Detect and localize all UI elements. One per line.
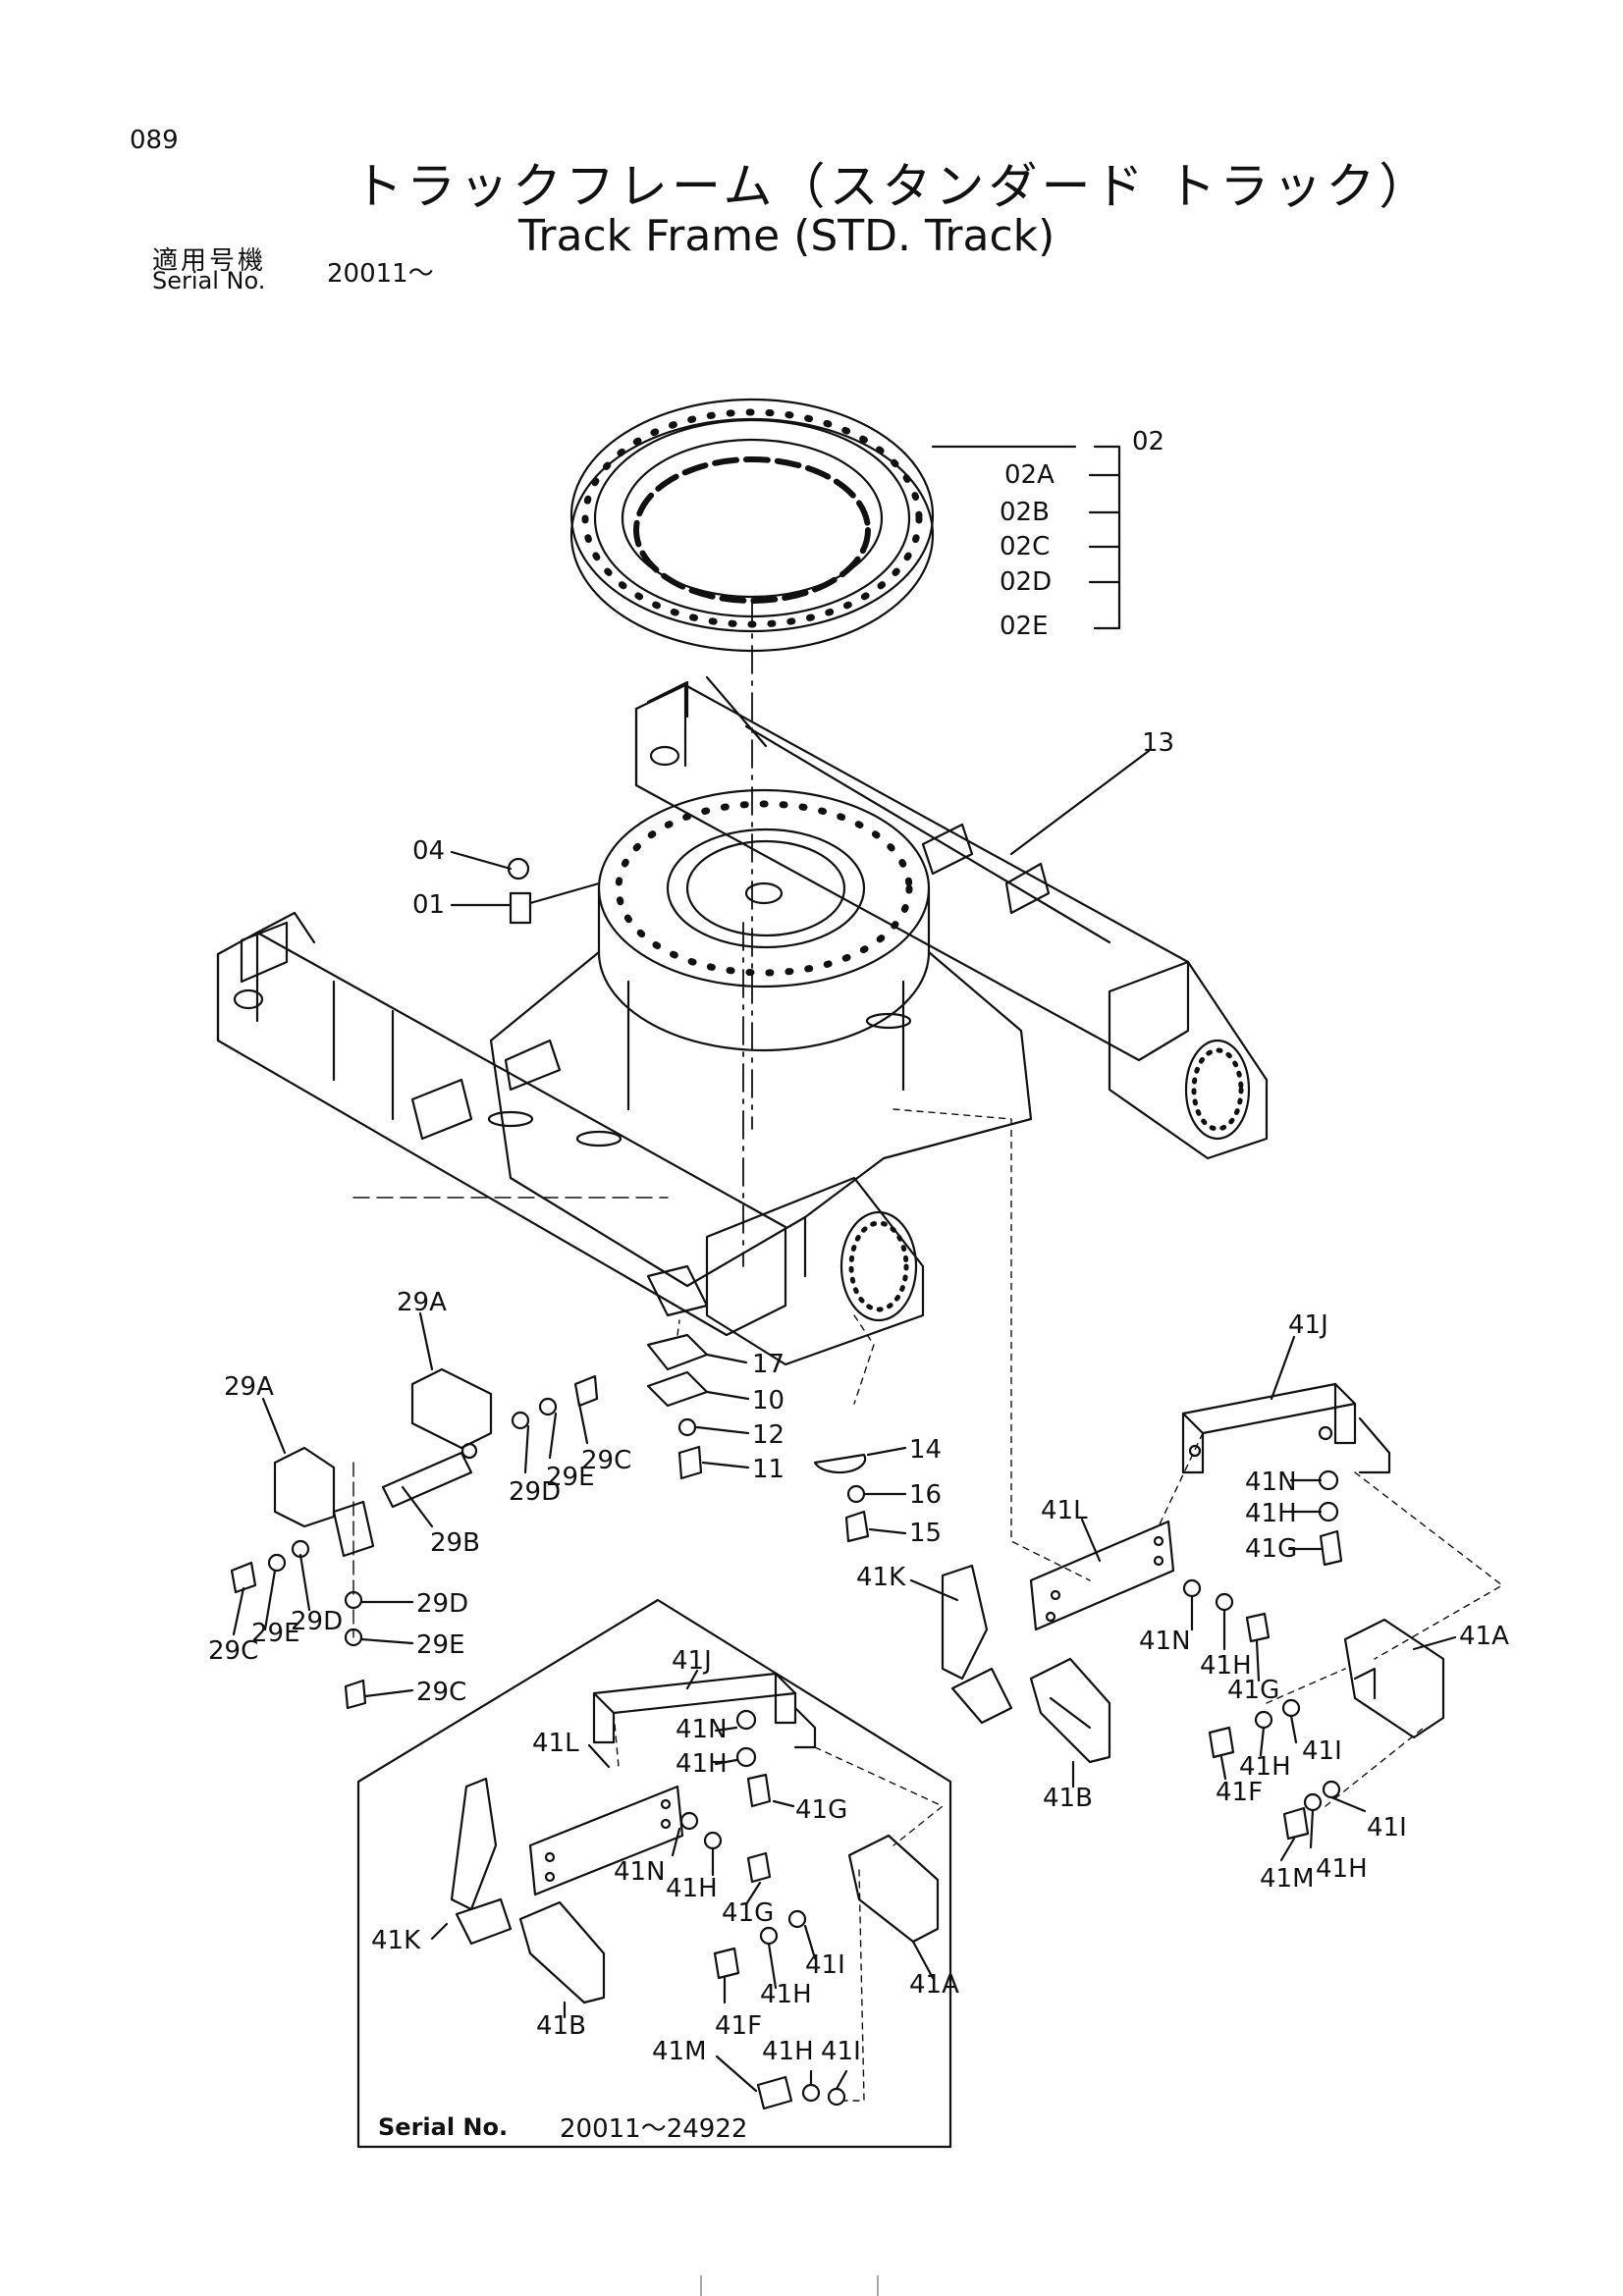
inset-callout-41L: 41L — [532, 1729, 579, 1758]
callout-29D-left: 29D — [291, 1607, 343, 1636]
callout-29D-right: 29D — [509, 1477, 561, 1507]
callout-29C-right: 29C — [581, 1446, 631, 1475]
callout-41H-c: 41H — [1239, 1752, 1291, 1782]
callout-14: 14 — [909, 1435, 942, 1465]
track-frame-body — [216, 675, 1269, 1366]
callout-02A: 02A — [1004, 460, 1055, 490]
callout-02E: 02E — [1000, 612, 1049, 641]
inset-callout-41K: 41K — [371, 1926, 421, 1955]
callout-02D: 02D — [1000, 567, 1052, 597]
callout-29A-top: 29A — [397, 1288, 447, 1317]
callout-02C: 02C — [1000, 532, 1050, 561]
serial-label-japanese: 適用号機 — [152, 246, 267, 276]
inset-callout-41N-a: 41N — [676, 1715, 728, 1744]
inset-callout-41B: 41B — [536, 2011, 586, 2041]
callout-41A: 41A — [1459, 1622, 1509, 1651]
callout-16: 16 — [909, 1480, 942, 1510]
callout-04: 04 — [412, 836, 445, 866]
callout-12: 12 — [752, 1420, 784, 1450]
callout-29E-bottom: 29E — [416, 1630, 465, 1660]
title-english: Track Frame (STD. Track) — [518, 211, 1055, 261]
callout-41L: 41L — [1041, 1496, 1088, 1525]
callout-41H-b: 41H — [1200, 1651, 1252, 1681]
guard-bracket-41-right — [909, 1335, 1503, 1862]
callout-02B: 02B — [1000, 498, 1050, 527]
inset-box — [356, 1598, 952, 2149]
callout-29C-bottom: 29C — [416, 1678, 466, 1707]
title-japanese: トラックフレーム（スタンダード トラック） — [353, 158, 1433, 215]
callout-41N-a: 41N — [1245, 1468, 1297, 1497]
page-number: 089 — [130, 126, 179, 155]
inset-serial-label: Serial No. — [378, 2113, 508, 2141]
callout-15: 15 — [909, 1519, 942, 1548]
callout-41I-b: 41I — [1367, 1813, 1407, 1842]
pin-bracket-29 — [230, 1311, 599, 1710]
inset-callout-41M: 41M — [652, 2037, 707, 2066]
callout-41G-a: 41G — [1245, 1534, 1297, 1564]
callout-41H-d: 41H — [1316, 1854, 1368, 1884]
inset-callout-41H-a: 41H — [676, 1749, 728, 1779]
inset-callout-41G-b: 41G — [722, 1898, 774, 1928]
inset-callout-41N-b: 41N — [614, 1857, 666, 1887]
inset-callout-41G-a: 41G — [795, 1795, 847, 1825]
callout-01: 01 — [412, 890, 445, 920]
callout-41G-b: 41G — [1227, 1676, 1279, 1705]
callout-10: 10 — [752, 1386, 784, 1415]
callout-29B: 29B — [430, 1528, 480, 1558]
inset-serial-range: 20011～24922 — [560, 2114, 747, 2144]
inset-callout-41I-a: 41I — [805, 1950, 845, 1980]
inset-callout-41A: 41A — [909, 1970, 959, 2000]
callout-41J: 41J — [1288, 1310, 1328, 1340]
callout-13: 13 — [1142, 728, 1174, 758]
callout-29D-bottom: 29D — [416, 1589, 468, 1619]
inset-callout-41F: 41F — [715, 2011, 762, 2041]
callout-41N-b: 41N — [1139, 1627, 1191, 1656]
callout-29A-left: 29A — [224, 1372, 274, 1402]
inset-callout-41H-b: 41H — [666, 1874, 718, 1903]
inset-callout-41H-d: 41H — [762, 2037, 814, 2066]
callout-29E-left: 29E — [251, 1619, 300, 1648]
callout-41K: 41K — [856, 1563, 906, 1592]
cover-plate-parts — [646, 1319, 907, 1543]
callout-41F: 41F — [1216, 1778, 1263, 1807]
callout-29C-left: 29C — [208, 1636, 258, 1666]
callout-11: 11 — [752, 1455, 784, 1484]
callout-41M: 41M — [1260, 1864, 1315, 1894]
callout-29E-right: 29E — [546, 1463, 595, 1492]
callout-41I-a: 41I — [1302, 1736, 1342, 1766]
callout-41B: 41B — [1043, 1784, 1093, 1813]
callout-02: 02 — [1132, 427, 1164, 456]
serial-value: 20011～ — [327, 259, 434, 289]
callout-17: 17 — [752, 1350, 784, 1379]
callout-41H-a: 41H — [1245, 1499, 1297, 1528]
inset-callout-41I-b: 41I — [821, 2037, 861, 2066]
inset-callout-41H-c: 41H — [760, 1980, 812, 2009]
serial-label-english: Serial No. — [152, 267, 266, 294]
inset-callout-41J: 41J — [672, 1646, 712, 1676]
